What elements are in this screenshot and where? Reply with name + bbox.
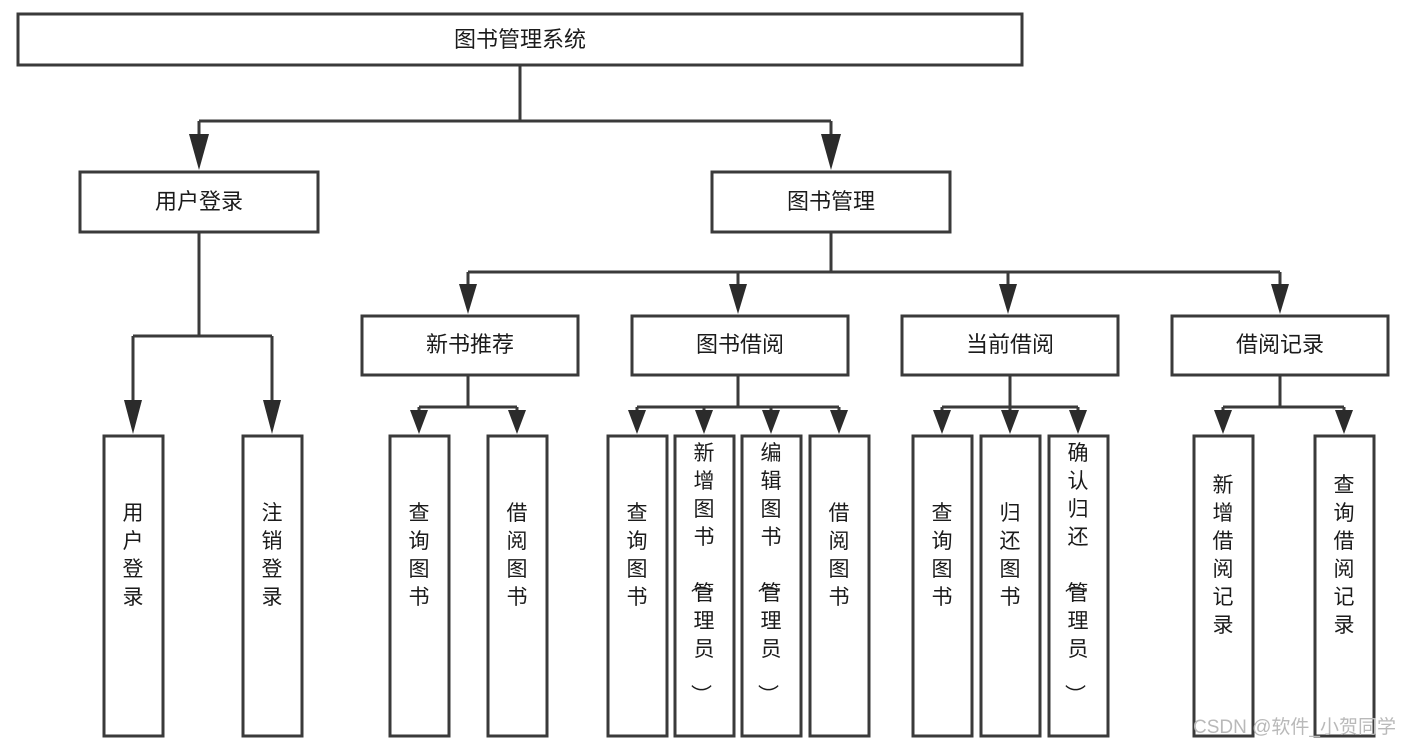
node-leaf-logout-login[interactable]: 注销登录 bbox=[241, 434, 304, 738]
node-leaf-return-book[interactable]: 归还图书 bbox=[979, 434, 1042, 738]
node-leaf-query-record-label: 查询借阅记录 bbox=[1334, 474, 1355, 637]
node-leaf-query-book-2[interactable]: 查询图书 bbox=[606, 434, 669, 738]
node-leaf-confirm-return[interactable]: 确认归还（管理员） bbox=[1047, 434, 1110, 738]
arrow-head-leaf-query-book-3 bbox=[933, 410, 951, 434]
arrow-head-leaf-edit-book bbox=[762, 410, 780, 434]
node-new-book-recommend-box[interactable] bbox=[360, 314, 580, 377]
node-new-book-recommend[interactable]: 新书推荐 bbox=[360, 314, 580, 377]
arrow-head-leaf-logout-login bbox=[263, 400, 281, 434]
arrow-head-leaf-confirm-return bbox=[1069, 410, 1087, 434]
node-current-borrow[interactable]: 当前借阅 bbox=[900, 314, 1120, 377]
node-leaf-borrow-book-2-box[interactable] bbox=[808, 434, 871, 738]
connector-layer bbox=[124, 65, 1353, 434]
node-borrow-record-label: 借阅记录 bbox=[1236, 332, 1324, 357]
arrow-head-new-book-recommend bbox=[459, 284, 477, 314]
node-book-management-box[interactable] bbox=[710, 170, 952, 234]
node-leaf-edit-book-box[interactable] bbox=[740, 434, 803, 738]
node-leaf-logout-login-box[interactable] bbox=[241, 434, 304, 738]
node-leaf-confirm-return-box[interactable] bbox=[1047, 434, 1110, 738]
node-leaf-add-record-box[interactable] bbox=[1192, 434, 1255, 738]
arrow-head-current-borrow bbox=[999, 284, 1017, 314]
node-leaf-user-login-box[interactable] bbox=[102, 434, 165, 738]
arrow-head-leaf-query-book-1 bbox=[410, 410, 428, 434]
arrow-head-borrow-record bbox=[1271, 284, 1289, 314]
arrow-head-leaf-borrow-book-2 bbox=[830, 410, 848, 434]
node-leaf-borrow-book-1-box[interactable] bbox=[486, 434, 549, 738]
node-leaf-logout-login-label: 注销登录 bbox=[262, 502, 283, 609]
node-leaf-confirm-return-label: 确认归还（管理员） bbox=[1063, 442, 1089, 705]
arrow-head-leaf-add-record bbox=[1214, 410, 1232, 434]
node-leaf-add-book[interactable]: 新增图书（管理员） bbox=[673, 434, 736, 738]
node-leaf-borrow-book-1-label: 借阅图书 bbox=[507, 502, 528, 609]
node-book-management-label: 图书管理 bbox=[787, 189, 875, 214]
node-leaf-borrow-book-1[interactable]: 借阅图书 bbox=[486, 434, 549, 738]
node-leaf-query-record-box[interactable] bbox=[1313, 434, 1376, 738]
node-leaf-add-book-label: 新增图书（管理员） bbox=[689, 442, 715, 705]
watermark-label: CSDN @软件_小贺同学 bbox=[1193, 716, 1396, 738]
arrow-head-leaf-query-book-2 bbox=[628, 410, 646, 434]
node-root[interactable]: 图书管理系统 bbox=[16, 12, 1024, 67]
node-leaf-user-login[interactable]: 用户登录 bbox=[102, 434, 165, 738]
node-leaf-return-book-box[interactable] bbox=[979, 434, 1042, 738]
node-book-management[interactable]: 图书管理 bbox=[710, 170, 952, 234]
node-leaf-user-login-label: 用户登录 bbox=[123, 502, 144, 609]
node-leaf-query-record[interactable]: 查询借阅记录 bbox=[1313, 434, 1376, 738]
node-new-book-recommend-label: 新书推荐 bbox=[426, 332, 514, 357]
node-borrow-record[interactable]: 借阅记录 bbox=[1170, 314, 1390, 377]
arrow-head-leaf-borrow-book-1 bbox=[508, 410, 526, 434]
node-current-borrow-box[interactable] bbox=[900, 314, 1120, 377]
node-leaf-borrow-book-2-label: 借阅图书 bbox=[829, 502, 850, 609]
node-leaf-return-book-label: 归还图书 bbox=[1000, 502, 1021, 609]
node-leaf-query-book-2-box[interactable] bbox=[606, 434, 669, 738]
node-leaf-query-book-3-label: 查询图书 bbox=[932, 502, 953, 609]
node-leaf-add-book-box[interactable] bbox=[673, 434, 736, 738]
node-leaf-edit-book-label: 编辑图书（管理员） bbox=[756, 442, 782, 705]
arrow-head-book-management bbox=[821, 134, 841, 170]
arrow-head-leaf-user-login bbox=[124, 400, 142, 434]
node-book-borrow[interactable]: 图书借阅 bbox=[630, 314, 850, 377]
node-user-login-label: 用户登录 bbox=[155, 189, 243, 214]
node-current-borrow-label: 当前借阅 bbox=[966, 332, 1054, 357]
node-borrow-record-box[interactable] bbox=[1170, 314, 1390, 377]
node-leaf-query-book-3-box[interactable] bbox=[911, 434, 974, 738]
node-leaf-borrow-book-2[interactable]: 借阅图书 bbox=[808, 434, 871, 738]
arrow-head-leaf-return-book bbox=[1001, 410, 1019, 434]
node-user-login-box[interactable] bbox=[78, 170, 320, 234]
node-root-box[interactable] bbox=[16, 12, 1024, 67]
arrow-head-book-borrow bbox=[729, 284, 747, 314]
arrow-head-leaf-query-record bbox=[1335, 410, 1353, 434]
node-leaf-edit-book[interactable]: 编辑图书（管理员） bbox=[740, 434, 803, 738]
arrow-head-user-login bbox=[189, 134, 209, 170]
node-book-borrow-label: 图书借阅 bbox=[696, 332, 784, 357]
node-leaf-query-book-1-label: 查询图书 bbox=[409, 502, 430, 609]
node-leaf-add-record-label: 新增借阅记录 bbox=[1213, 474, 1234, 637]
node-leaf-query-book-2-label: 查询图书 bbox=[627, 502, 648, 609]
node-leaf-query-book-1-box[interactable] bbox=[388, 434, 451, 738]
node-book-borrow-box[interactable] bbox=[630, 314, 850, 377]
node-leaf-query-book-1[interactable]: 查询图书 bbox=[388, 434, 451, 738]
node-user-login[interactable]: 用户登录 bbox=[78, 170, 320, 234]
arrow-head-leaf-add-book bbox=[695, 410, 713, 434]
node-leaf-add-record[interactable]: 新增借阅记录 bbox=[1192, 434, 1255, 738]
node-leaf-query-book-3[interactable]: 查询图书 bbox=[911, 434, 974, 738]
node-root-label: 图书管理系统 bbox=[454, 27, 586, 52]
